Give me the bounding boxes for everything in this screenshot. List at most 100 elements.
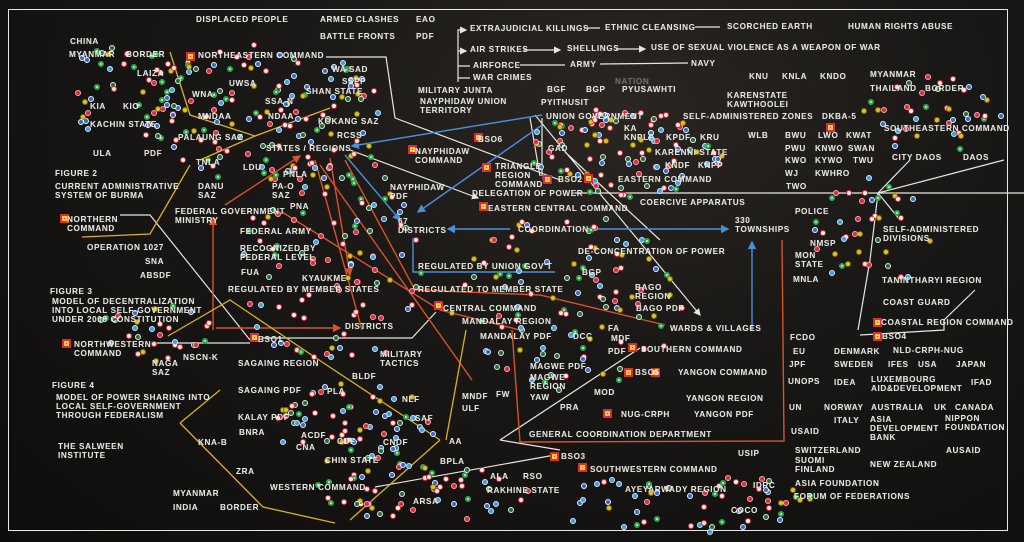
displaced-people-marker	[479, 467, 485, 473]
clash-marker	[601, 479, 607, 485]
label-states-regions: STATES / REGIONS	[266, 144, 352, 153]
displaced-people-marker	[509, 234, 515, 240]
label-ulf: ULF	[462, 404, 480, 413]
displaced-people-marker	[564, 219, 570, 225]
pdf-marker	[291, 217, 297, 223]
label-pra: PRA	[560, 403, 580, 412]
battle-front-marker	[679, 173, 685, 179]
displaced-people-marker	[180, 157, 186, 163]
extrajudicial-killing-marker	[140, 349, 146, 355]
green-ring-marker	[159, 97, 165, 103]
clash-marker	[711, 150, 717, 156]
clash-marker	[937, 80, 943, 86]
battle-front-marker	[164, 102, 170, 108]
battle-front-marker	[763, 487, 769, 493]
label-nayphidaw-command: NAYPHIDAW COMMAND	[415, 147, 470, 165]
eao-marker	[294, 420, 300, 426]
pdf-marker	[283, 413, 289, 419]
label-coast-guard: COAST GUARD	[883, 298, 951, 307]
label-regulated-member-state: REGULATED TO MEMBER STATE	[418, 285, 564, 294]
command-flag-icon	[550, 452, 559, 461]
extrajudicial-killing-marker	[571, 261, 577, 267]
label-kokang-saz: KOKANG SAZ	[318, 117, 380, 126]
clash-marker	[701, 520, 707, 526]
green-ring-marker	[300, 210, 306, 216]
label-gcd: GENERAL COORDINATION DEPARTMENT	[529, 430, 712, 439]
label-eastern-command: EASTERN COMMAND	[618, 175, 713, 184]
army-marker	[135, 334, 141, 340]
green-ring-marker	[94, 84, 100, 90]
displaced-people-marker	[549, 154, 555, 160]
pdf-marker	[247, 301, 253, 307]
label-bnra: BNRA	[239, 428, 266, 437]
clash-marker	[518, 497, 524, 503]
extrajudicial-killing-marker	[646, 256, 652, 262]
label-danu-saz: DANU SAZ	[198, 182, 225, 200]
displaced-people-marker	[275, 415, 281, 421]
displaced-people-marker	[481, 260, 487, 266]
pdf-marker	[741, 481, 747, 487]
label-army: ARMY	[570, 60, 597, 69]
eao-marker	[328, 76, 334, 82]
displaced-people-marker	[320, 112, 326, 118]
displaced-people-marker	[257, 114, 263, 120]
extrajudicial-killing-marker	[600, 371, 606, 377]
label-pdf: PDF	[416, 32, 435, 41]
pdf-marker	[213, 130, 219, 136]
label-ausaid: AUSAID	[946, 446, 981, 455]
army-marker	[299, 250, 305, 256]
label-wna: WNA	[192, 90, 214, 99]
battle-front-marker	[683, 127, 689, 133]
extrajudicial-killing-marker	[82, 99, 88, 105]
pdf-marker	[866, 262, 872, 268]
pdf-marker	[372, 162, 378, 168]
eao-marker	[829, 270, 835, 276]
eao-marker	[108, 340, 114, 346]
clash-marker	[641, 519, 647, 525]
displaced-people-marker	[276, 83, 282, 89]
green-ring-marker	[382, 196, 388, 202]
label-mon-state: MON STATE	[795, 251, 824, 269]
army-marker	[875, 237, 881, 243]
clash-marker	[354, 82, 360, 88]
label-coco: COCO	[731, 506, 758, 515]
extrajudicial-killing-marker	[883, 249, 889, 255]
army-marker	[603, 216, 609, 222]
pdf-marker	[211, 107, 217, 113]
label-western-command: WESTERN COMMAND	[270, 483, 366, 492]
label-knu: KNU	[749, 72, 769, 81]
label-fig3-caption: MODEL OF DECENTRALIZATION INTO LOCAL SEL…	[52, 297, 202, 324]
eao-marker	[589, 272, 595, 278]
label-kywo: KYWO	[815, 156, 843, 165]
label-karenni-state: KARENNI STATE	[655, 148, 728, 157]
clash-marker	[766, 505, 772, 511]
displaced-people-marker	[529, 228, 535, 234]
green-ring-marker	[829, 195, 835, 201]
label-luxembourg: LUXEMBOURG AID&DEVELOPMENT	[871, 375, 963, 393]
label-eu: EU	[793, 347, 806, 356]
extrajudicial-killing-marker	[875, 107, 881, 113]
displaced-people-marker	[462, 282, 468, 288]
displaced-people-marker	[892, 135, 898, 141]
battle-front-marker	[910, 196, 916, 202]
clash-marker	[124, 51, 130, 57]
label-bago-region: BAGO REGION	[635, 283, 671, 301]
label-navy: NAVY	[691, 59, 716, 68]
army-marker	[399, 491, 405, 497]
label-yangon-region: YANGON REGION	[686, 394, 764, 403]
label-sweden: SWEDEN	[834, 360, 874, 369]
pdf-marker	[644, 499, 650, 505]
label-knwo: KNWO	[815, 144, 844, 153]
extrajudicial-killing-marker	[134, 319, 140, 325]
label-ndaa: NDAA	[268, 112, 295, 121]
army-marker	[397, 420, 403, 426]
extrajudicial-killing-marker	[140, 89, 146, 95]
battle-front-marker	[373, 409, 379, 415]
eao-marker	[410, 415, 416, 421]
eao-marker	[895, 128, 901, 134]
battle-front-marker	[145, 122, 151, 128]
pdf-marker	[293, 109, 299, 115]
command-flag-icon	[434, 301, 443, 310]
extrajudicial-killing-marker	[430, 484, 436, 490]
pdf-marker	[702, 490, 708, 496]
